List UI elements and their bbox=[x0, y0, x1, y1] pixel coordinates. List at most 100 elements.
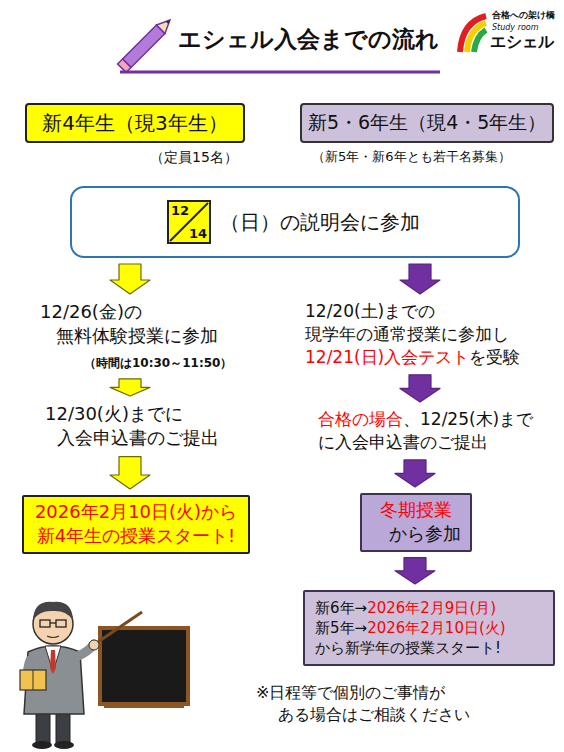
text-row: 2026年2月10日(火)から 新4年生の授業スタート! bbox=[35, 500, 237, 549]
note-text: （新5年・新6年とも若干名募集） bbox=[312, 148, 511, 166]
title: エシェル入会までの流れ bbox=[178, 24, 439, 55]
teacher-illustration bbox=[32, 741, 52, 749]
text-row: 新4年生（現3年生） bbox=[42, 110, 227, 137]
text-line: 新5年→ bbox=[315, 619, 367, 637]
text-line: （新5年・新6年とも若干名募集） bbox=[312, 149, 511, 164]
text-row: 冬期授業 bbox=[380, 498, 452, 522]
teacher-illustration bbox=[20, 602, 188, 749]
text-line: を受験 bbox=[469, 347, 520, 367]
text-line: 12/30(火)までに bbox=[45, 403, 183, 424]
flow-arrow bbox=[110, 264, 150, 294]
logo-arc bbox=[467, 23, 486, 52]
step-text: 合格の場合、12/25(木)まで に入会申込書のご提出 bbox=[318, 408, 533, 454]
text-line: 合格の場合 bbox=[318, 409, 403, 429]
step-label: （日）の説明会に参加 bbox=[220, 210, 420, 234]
logo-arc bbox=[460, 16, 486, 52]
step-label: 2026年2月10日(火)から 新4年生の授業スタート! bbox=[35, 501, 237, 549]
text-row: 新5年→2026年2月10日(火) bbox=[315, 618, 506, 638]
text-row: 新6年→2026年2月9日(月) bbox=[315, 598, 496, 618]
text-line: 2026年2月10日(火) bbox=[367, 619, 506, 637]
step-label: 新5・6年生（現4・5年生） bbox=[308, 111, 546, 133]
text-line: 12/21(日)入会テスト bbox=[305, 347, 469, 367]
text-line: 現学年の通常授業に参加し bbox=[305, 323, 520, 346]
text-line: 冬期授業 bbox=[380, 499, 452, 520]
flow-arrow bbox=[110, 379, 150, 396]
step-box: 冬期授業から参加 bbox=[360, 493, 472, 552]
text-line: 無料体験授業に参加 bbox=[40, 324, 232, 348]
text-row: から新学年の授業スタート! bbox=[315, 638, 501, 658]
teacher-illustration bbox=[40, 620, 50, 627]
text-line: エシェル bbox=[490, 32, 554, 51]
text-line: ※日程等で個別のご事情が bbox=[256, 683, 445, 702]
text-row: 新5・6年生（現4・5年生） bbox=[308, 110, 546, 136]
text-line: 2026年2月9日(月) bbox=[367, 599, 496, 617]
text-line: 新5・6年生（現4・5年生） bbox=[308, 111, 546, 133]
teacher-illustration bbox=[47, 636, 59, 638]
teacher-illustration bbox=[36, 712, 50, 744]
pencil-icon bbox=[166, 19, 172, 25]
logo-arc bbox=[474, 30, 486, 52]
flow-arrow bbox=[400, 264, 440, 294]
teacher-illustration bbox=[92, 612, 142, 646]
step-box: 2026年2月10日(火)から 新4年生の授業スタート! bbox=[22, 495, 250, 554]
text-line: 12/26(金)の bbox=[40, 301, 142, 322]
text-line: （日）の説明会に参加 bbox=[220, 210, 420, 234]
step-text: 12/30(火)までに 入会申込書のご提出 bbox=[45, 402, 219, 451]
text-line: 新4年生の授業スタート! bbox=[35, 524, 237, 548]
teacher-illustration bbox=[54, 741, 74, 749]
teacher-illustration bbox=[20, 670, 46, 690]
pencil-icon bbox=[118, 59, 131, 72]
step-label: を受験 bbox=[469, 347, 520, 367]
text-row: （日）の説明会に参加 bbox=[220, 209, 420, 236]
teacher-illustration bbox=[33, 602, 73, 620]
logo-text: Study room bbox=[492, 23, 539, 32]
teacher-illustration bbox=[56, 620, 66, 627]
flow-arrow bbox=[400, 375, 440, 402]
teacher-illustration bbox=[50, 650, 56, 674]
step-label: 12/21(日)入会テスト bbox=[305, 347, 469, 367]
logo-text: エシェル bbox=[490, 33, 554, 51]
flow-arrow bbox=[110, 457, 150, 489]
text-row: から参加 bbox=[371, 522, 461, 546]
pencil-icon bbox=[123, 25, 165, 67]
date-icon: 1214 bbox=[167, 200, 211, 244]
teacher-illustration bbox=[33, 670, 34, 690]
step-box: 新5・6年生（現4・5年生） bbox=[300, 103, 554, 143]
date-number: 14 bbox=[189, 227, 207, 240]
text-line: （時間は10:30～11:50） bbox=[84, 356, 232, 370]
teacher-illustration bbox=[100, 628, 188, 704]
text-line: 新6年→ bbox=[315, 599, 367, 617]
step-label: から新学年の授業スタート! bbox=[315, 639, 501, 657]
teacher-illustration bbox=[50, 622, 56, 623]
date-slash-line bbox=[170, 203, 208, 241]
step-label: 2026年2月10日(火) bbox=[367, 619, 506, 637]
step-label: 12/26(金)の 無料体験授業に参加 bbox=[40, 301, 232, 349]
date-number: 12 bbox=[171, 204, 189, 217]
logo-arc bbox=[460, 16, 486, 52]
step-text: 12/20(土)までの 現学年の通常授業に参加し12/21(日)入会テストを受験 bbox=[305, 300, 520, 369]
teacher-illustration bbox=[89, 640, 99, 650]
step-label: 新4年生（現3年生） bbox=[42, 111, 227, 135]
teacher-illustration bbox=[104, 704, 184, 708]
text-line: 新4年生（現3年生） bbox=[42, 111, 227, 135]
note-text: （定員15名） bbox=[150, 148, 238, 167]
text-row: 12/21(日)入会テストを受験 bbox=[305, 346, 520, 369]
pencil-icon bbox=[118, 16, 175, 73]
step-label: 2026年2月9日(月) bbox=[367, 599, 496, 617]
step-box: 新4年生（現3年生） bbox=[25, 103, 245, 143]
flow-arrow bbox=[395, 460, 435, 487]
text-row: （時間は10:30～11:50） bbox=[40, 349, 232, 373]
text-line: 、12/25(木)まで bbox=[403, 409, 533, 429]
step-label: 12/30(火)までに 入会申込書のご提出 bbox=[45, 403, 219, 451]
step-box: 新6年→2026年2月9日(月)新5年→2026年2月10日(火)から新学年の授… bbox=[303, 590, 555, 666]
pencil-icon bbox=[156, 16, 174, 34]
text-line: 12/20(土)までの bbox=[305, 301, 435, 321]
text-row: 12/30(火)までに 入会申込書のご提出 bbox=[45, 402, 219, 451]
step-label: 合格の場合 bbox=[318, 409, 403, 429]
text-line: ある場合はご相談ください bbox=[256, 704, 470, 726]
text-line: に入会申込書のご提出 bbox=[318, 431, 533, 454]
text-line: 入会申込書のご提出 bbox=[45, 426, 219, 450]
text-line: （定員15名） bbox=[150, 149, 238, 165]
